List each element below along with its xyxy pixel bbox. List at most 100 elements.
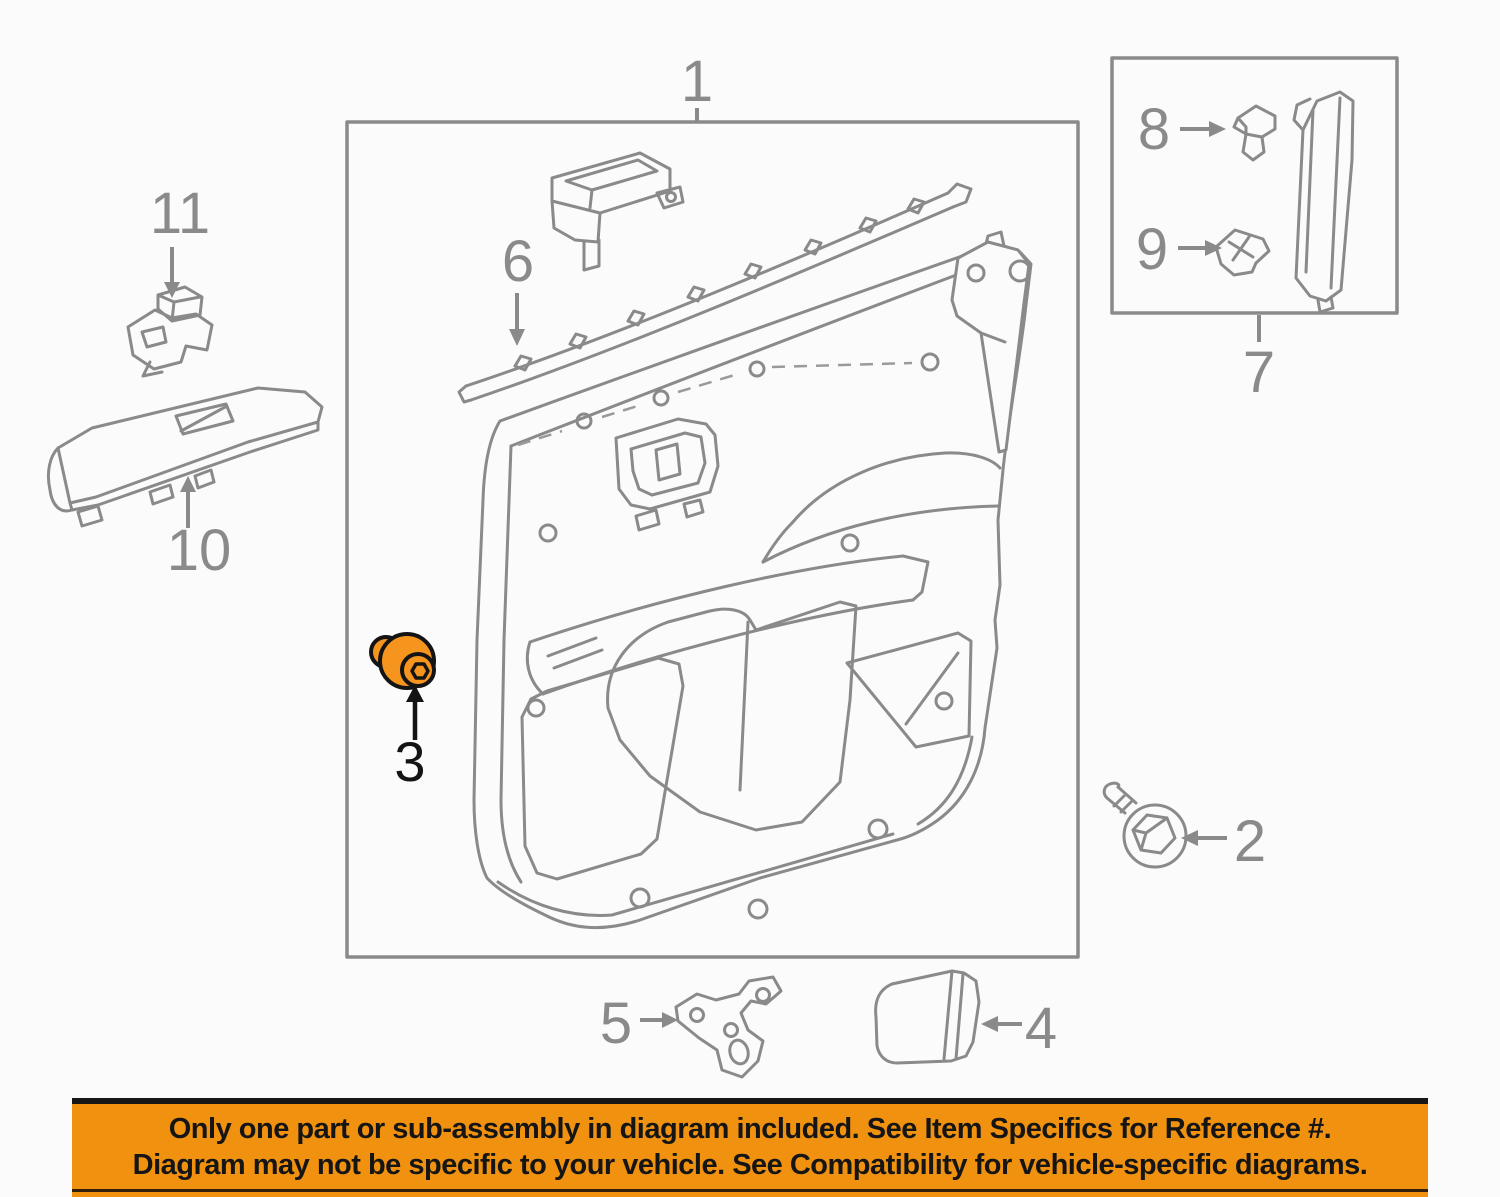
armrest-slot-detail: [546, 636, 598, 658]
part-8-arrow-head: [1209, 121, 1226, 137]
armrest-slot-right-cap: [901, 554, 930, 602]
weatherstrip-clip: [513, 354, 533, 372]
part-6-callout: 6: [502, 229, 534, 346]
part-11-callout: 11: [150, 181, 210, 298]
locator-dash: [517, 429, 563, 447]
armrest-slot-upper: [528, 554, 905, 644]
part-9-clip-drawing: [1214, 228, 1271, 277]
bracket-ear: [655, 185, 685, 210]
bracket-hole: [723, 1022, 739, 1038]
panel-10-left-cap: [46, 446, 74, 513]
screw-hole: [747, 898, 769, 920]
bolt-shank-edge: [1116, 785, 1138, 805]
clip-9-cross: [1231, 235, 1251, 262]
panel-bottom-inner-line: [496, 832, 895, 917]
pillar-trim-edge: [1304, 108, 1315, 274]
part-11-clip-drawing: [126, 285, 214, 378]
weatherstrip-clip: [568, 332, 588, 350]
door-trim-panel-drawing: [472, 230, 1033, 930]
retainer-hex-socket: [410, 662, 430, 680]
locator-dash: [677, 372, 739, 394]
part-11-label: 11: [150, 181, 210, 246]
banner-text: Only one part or sub-assembly in diagram…: [72, 1104, 1428, 1189]
part-3-arrow-head: [406, 685, 424, 702]
armrest-bottom-curve: [761, 504, 1000, 564]
bracket-front-wall: [550, 199, 602, 244]
door-pocket: [520, 656, 685, 881]
part-1-label: 1: [681, 49, 713, 114]
part-3-callout: 3: [394, 685, 426, 793]
clip-11-edge: [172, 295, 202, 304]
armrest-slot-lower: [541, 598, 915, 696]
part-2-arrow-head: [1181, 830, 1198, 846]
panel-10-top-face: [56, 386, 324, 505]
screw-hole: [652, 389, 670, 407]
cover-band-line: [942, 969, 954, 1061]
corner-inner-line: [916, 735, 974, 826]
fitment-disclaimer-banner: Only one part or sub-assembly in diagram…: [72, 1098, 1428, 1197]
clip-11-hook: [140, 325, 168, 349]
panel-10-switch-diagonal: [179, 404, 229, 433]
armrest-slot-left-cap: [525, 640, 545, 696]
bolt-thread: [1112, 794, 1126, 808]
triangle-detail-line: [904, 651, 960, 726]
bracket-slot: [728, 1038, 750, 1066]
panel-10-front-edge: [70, 420, 320, 512]
screw-hole: [538, 523, 558, 543]
panel-10-foot: [76, 504, 104, 528]
part-1-outline-box: [345, 120, 1080, 959]
screw-hole: [867, 818, 889, 840]
bolt-tip: [1102, 781, 1121, 800]
part-9-callout: 9: [1136, 217, 1222, 282]
banner-top-border: [72, 1098, 1428, 1104]
banner-line-2: Diagram may not be specific to your vehi…: [132, 1148, 1368, 1181]
part-6-label: 6: [502, 229, 534, 294]
panel-left-inner-line: [499, 444, 523, 884]
part-4-callout: 4: [981, 996, 1057, 1061]
bolt-thread: [1119, 800, 1133, 814]
weatherstrip-drawing: [457, 182, 973, 404]
clip-11-tail: [141, 360, 164, 378]
panel-outer-outline: [472, 230, 1033, 930]
weatherstrip-clip: [743, 262, 763, 280]
screw-hole: [575, 412, 593, 430]
screw-hole: [1008, 259, 1032, 283]
pillar-trim-foot: [1316, 295, 1335, 314]
locator-dash: [601, 402, 645, 419]
part-11-arrow-head: [164, 282, 180, 298]
weatherstrip-clip: [906, 197, 926, 215]
part-2-label: 2: [1234, 809, 1266, 874]
bracket-tab: [582, 238, 601, 272]
part-2-callout: 2: [1181, 809, 1266, 874]
part-2-bolt-drawing: [1102, 781, 1188, 869]
weatherstrip-bottom-edge: [469, 205, 955, 402]
bolt-flange: [1122, 803, 1188, 869]
bracket-rim-inner: [564, 158, 659, 192]
weatherstrip-left-cap: [457, 384, 473, 404]
screw-hole: [934, 691, 954, 711]
weatherstrip-clip: [803, 238, 823, 256]
locator-dash: [771, 361, 913, 369]
bolt-hex-facet: [1144, 816, 1169, 835]
banner-bottom-border: [72, 1189, 1428, 1192]
part-3-retainer-highlighted: [369, 632, 436, 690]
screw-hole: [526, 698, 546, 718]
part-9-arrow-head: [1205, 240, 1222, 256]
screw-hole: [966, 263, 986, 283]
panel-top-inner-line: [509, 264, 982, 448]
triangle-detail: [845, 631, 973, 749]
part-8-callout: 8: [1138, 97, 1226, 162]
armrest-slot-detail: [552, 648, 604, 670]
bracket-outline: [674, 975, 783, 1079]
clip-slot: [682, 498, 705, 519]
part-7-label: 7: [1243, 340, 1275, 405]
cover-outline: [874, 969, 981, 1065]
part-1-assembly-box: 1: [345, 49, 1080, 959]
part-3-label: 3: [394, 730, 425, 793]
bracket-ear-hole: [665, 191, 677, 203]
part-10-switch-panel-drawing: [46, 386, 324, 528]
armrest-top-curve: [790, 451, 1002, 525]
panel-10-tab: [148, 483, 175, 506]
screw-hole: [629, 887, 651, 909]
